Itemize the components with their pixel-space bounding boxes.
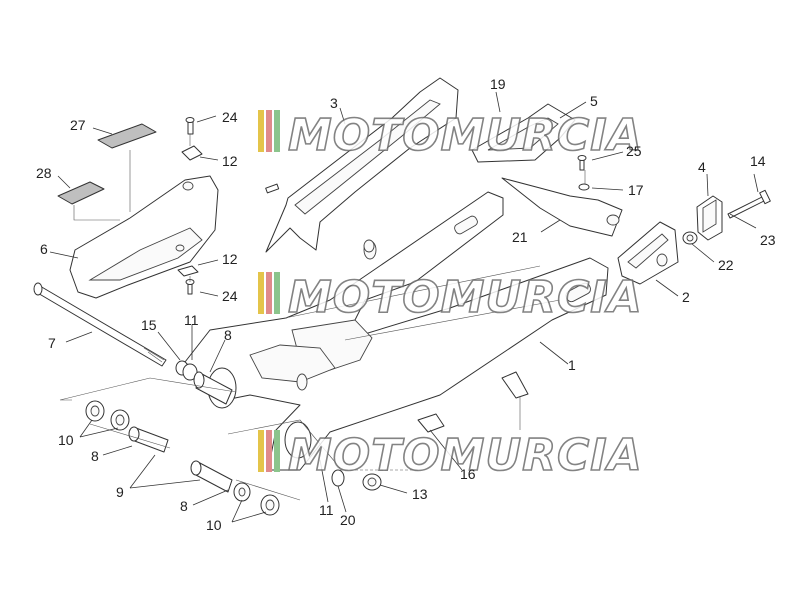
hose-clip [501, 371, 529, 399]
needle-bearing [110, 409, 130, 431]
callout-9: 9 [116, 484, 124, 500]
callout-23: 23 [760, 232, 776, 248]
callout-16: 16 [460, 466, 476, 482]
callout-labels: 27 28 24 12 12 24 6 7 15 11 8 10 8 9 8 1… [36, 76, 776, 533]
callout-15: 15 [141, 317, 157, 333]
washer [578, 183, 590, 191]
callout-14: 14 [750, 153, 766, 169]
callout-5: 5 [590, 93, 598, 109]
adhesive-pad [57, 181, 105, 205]
bearing-ring [182, 363, 198, 381]
chain-slider [501, 177, 623, 237]
chain-adjuster-block [617, 221, 679, 285]
bushing [190, 460, 233, 493]
chain-guard-cover [69, 175, 219, 299]
adhesive-pad [97, 123, 157, 149]
callout-10: 10 [58, 432, 74, 448]
callout-6: 6 [40, 241, 48, 257]
leader-lines [49, 91, 759, 523]
watermark: MOTOMURCIA [258, 271, 643, 324]
callout-2: 2 [682, 289, 690, 305]
screw [185, 117, 195, 135]
callout-17: 17 [628, 182, 644, 198]
callout-20: 20 [340, 512, 356, 528]
callout-12: 12 [222, 153, 238, 169]
nut [682, 231, 698, 245]
callout-7: 7 [48, 335, 56, 351]
callout-24: 24 [222, 109, 238, 125]
screw [577, 155, 587, 171]
callout-25: 25 [626, 143, 642, 159]
callout-8: 8 [180, 498, 188, 514]
watermark: MOTOMURCIA [258, 429, 643, 482]
watermark-text: MOTOMURCIA [288, 110, 643, 161]
callout-8: 8 [224, 327, 232, 343]
watermark-text: MOTOMURCIA [288, 272, 643, 323]
callout-28: 28 [36, 165, 52, 181]
hose-clip [417, 413, 445, 433]
callout-4: 4 [698, 159, 706, 175]
callout-11: 11 [319, 502, 334, 518]
callout-21: 21 [512, 229, 528, 245]
callout-13: 13 [412, 486, 428, 502]
adjuster-bolt [727, 189, 771, 219]
needle-bearing [85, 400, 105, 422]
watermark: MOTOMURCIA [258, 109, 643, 162]
callout-3: 3 [330, 95, 338, 111]
chain-guard [265, 77, 459, 253]
callout-12: 12 [222, 251, 238, 267]
callout-1: 1 [568, 357, 576, 373]
callout-27: 27 [70, 117, 86, 133]
swingarm [184, 191, 609, 471]
callout-24: 24 [222, 288, 238, 304]
needle-bearing [260, 494, 280, 516]
watermark-text: MOTOMURCIA [288, 430, 643, 481]
callout-19: 19 [490, 76, 506, 92]
callout-11: 11 [184, 312, 199, 328]
pivot-axle [33, 282, 167, 367]
needle-bearing [233, 482, 251, 502]
callout-22: 22 [718, 257, 734, 273]
grommet [177, 265, 199, 277]
callout-8: 8 [91, 448, 99, 464]
washer [362, 473, 382, 491]
screw [265, 183, 280, 194]
assembly-guide-lines [59, 134, 586, 501]
bushing [128, 426, 169, 453]
upper-bracket [471, 103, 576, 163]
adjuster-plate [696, 195, 723, 241]
callout-10: 10 [206, 517, 222, 533]
grommet [181, 145, 203, 161]
bushing [193, 371, 233, 405]
